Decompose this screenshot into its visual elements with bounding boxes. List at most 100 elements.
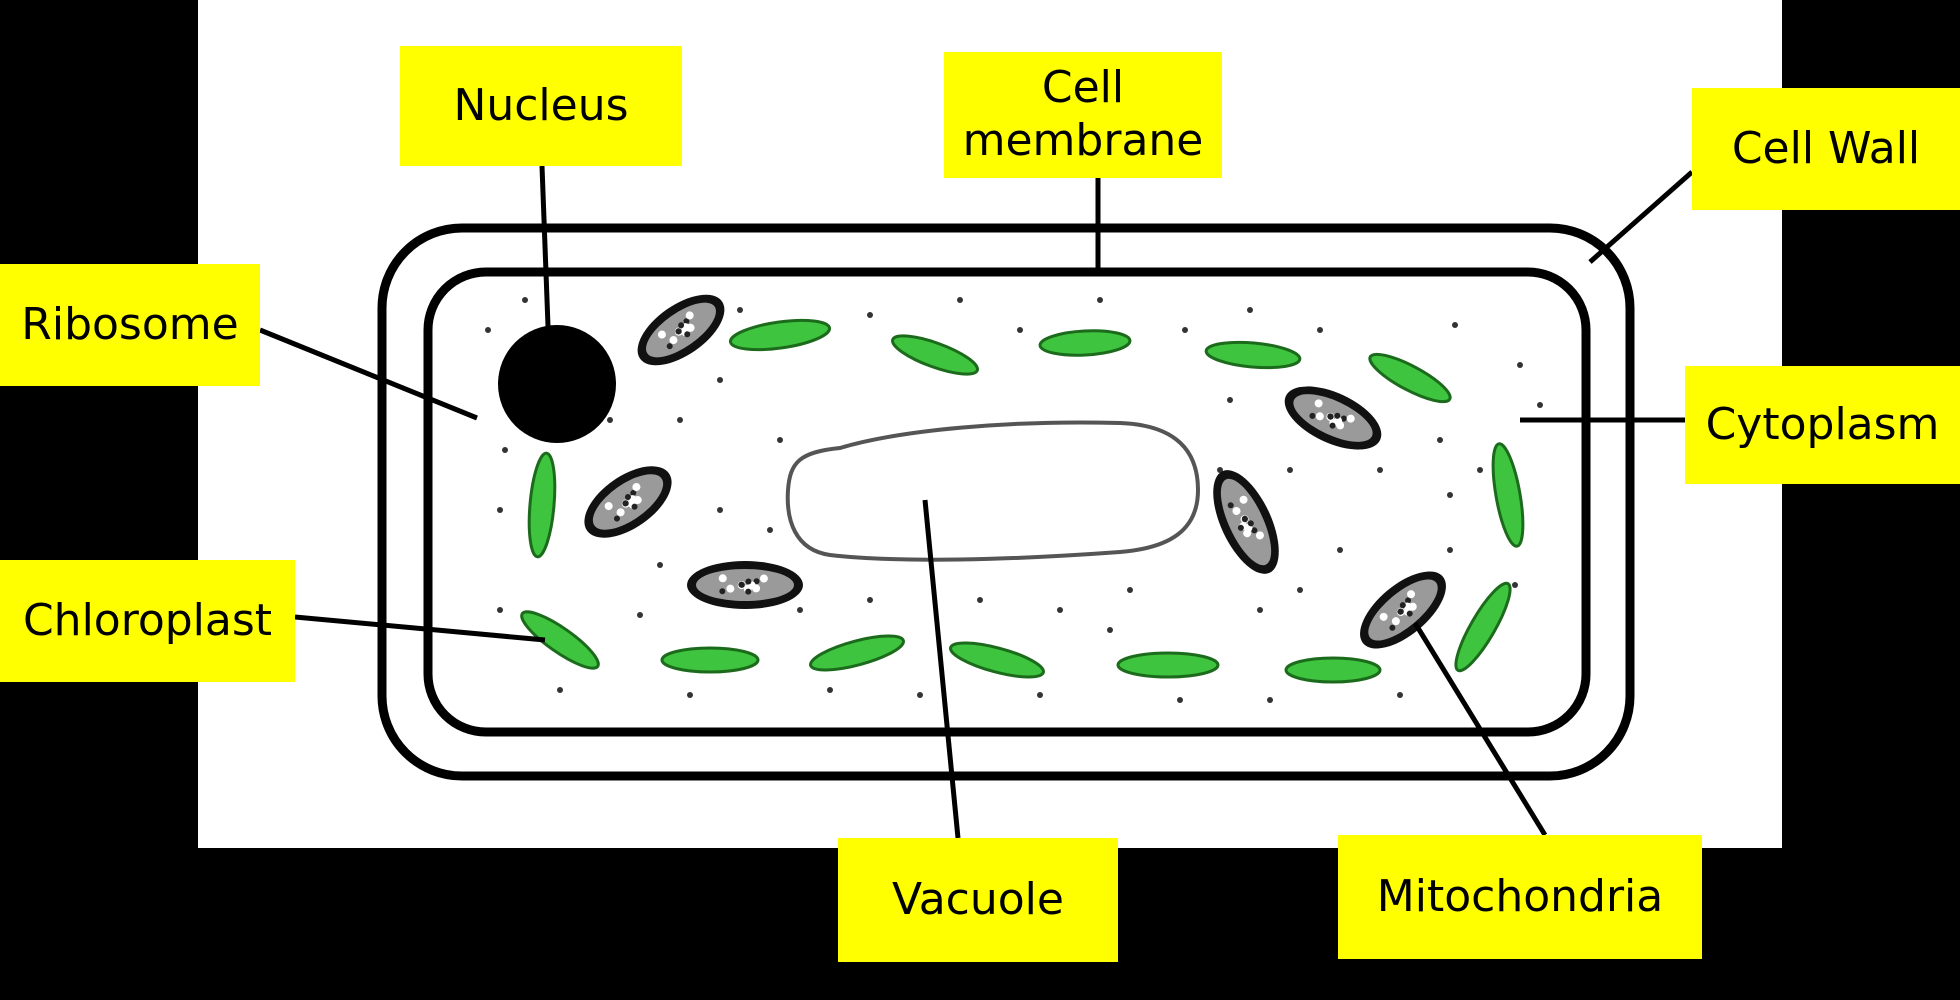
ribosome-dot	[1537, 402, 1543, 408]
chloroplast-shape	[1284, 656, 1382, 684]
ribosome-dot	[1217, 467, 1223, 473]
vacuole-leader	[922, 499, 961, 839]
ribosome-dot	[797, 607, 803, 613]
chloroplast-shape	[728, 318, 832, 352]
mitochondria-group	[584, 294, 1446, 649]
ribosome-dot	[1437, 437, 1443, 443]
ribosome-dot	[607, 417, 613, 423]
nucleus-shape	[498, 325, 616, 443]
chloroplast-shape	[1116, 651, 1220, 679]
ribosome-dot	[867, 312, 873, 318]
chloroplast-shape	[1454, 581, 1512, 673]
chloroplast-shape	[1204, 340, 1302, 370]
ribosome-dot	[485, 327, 491, 333]
label-mitochondria-text: Mitochondria	[1376, 870, 1664, 922]
ribosome-dot	[502, 447, 508, 453]
ribosome-dot	[1512, 582, 1518, 588]
chloroplast-shape	[660, 646, 760, 674]
ribosome-dot	[717, 377, 723, 383]
ribosome-dot	[957, 297, 963, 303]
ribosome-dot	[637, 612, 643, 618]
chloroplast-shape	[1038, 329, 1132, 357]
label-cytoplasm: Cytoplasm	[1685, 366, 1960, 484]
ribosome-dot	[1477, 467, 1483, 473]
ribosome-dot	[1447, 492, 1453, 498]
label-nucleus-text: Nucleus	[453, 79, 629, 131]
nucleus-leader	[539, 165, 551, 327]
label-cell-wall-text: Cell Wall	[1731, 122, 1921, 174]
chloroplast-leader	[294, 614, 546, 643]
ribosome-dot	[1397, 692, 1403, 698]
ribosome-dot	[867, 597, 873, 603]
ribosome-dot	[1297, 587, 1303, 593]
chloroplasts	[520, 318, 1525, 684]
ribosome-dot	[1337, 547, 1343, 553]
ribosome-dot	[687, 692, 693, 698]
mitochondria-leader	[1412, 621, 1548, 837]
label-vacuole: Vacuole	[838, 838, 1118, 962]
ribosome-dot	[1057, 607, 1063, 613]
ribosome-dot	[557, 687, 563, 693]
ribosome-dot	[1182, 327, 1188, 333]
mitochondrion-shape	[584, 466, 672, 538]
ribosome-leader	[259, 327, 478, 421]
mitochondrion-shape	[687, 561, 803, 609]
ribosome-dot	[522, 297, 528, 303]
ribosome-dot	[1017, 327, 1023, 333]
ribosome-dot	[1447, 547, 1453, 553]
mitochondrion-shape	[1360, 571, 1446, 649]
mitochondrion-shape	[1284, 386, 1382, 450]
ribosome-dot	[1267, 697, 1273, 703]
ribosome-dot	[737, 307, 743, 313]
chloroplast-shape	[949, 641, 1045, 679]
mitochondrion-shape	[1213, 470, 1279, 574]
ribosome-dot	[1227, 397, 1233, 403]
ribosome-dot	[1257, 607, 1263, 613]
ribosome-dot	[497, 607, 503, 613]
label-chloroplast: Chloroplast	[0, 560, 295, 682]
cell-wall-leader	[1588, 170, 1694, 264]
label-cell-membrane-line1: Cell	[1041, 62, 1125, 114]
label-cell-membrane: Cell membrane	[944, 52, 1222, 178]
ribosome-dots	[485, 297, 1543, 703]
label-mitochondria: Mitochondria	[1338, 835, 1702, 959]
vacuole-shape	[785, 420, 1201, 562]
chloroplast-shape	[527, 451, 557, 559]
ribosome-dot	[1377, 467, 1383, 473]
label-vacuole-text: Vacuole	[892, 873, 1064, 925]
ribosome-dot	[1107, 627, 1113, 633]
ribosome-dot	[977, 597, 983, 603]
ribosome-dot	[1127, 587, 1133, 593]
label-cell-wall: Cell Wall	[1692, 88, 1960, 210]
ribosome-dot	[1317, 327, 1323, 333]
ribosome-dot	[497, 507, 503, 513]
ribosome-dot	[657, 562, 663, 568]
ribosome-dot	[1452, 322, 1458, 328]
ribosome-dot	[1097, 297, 1103, 303]
ribosome-dot	[1037, 692, 1043, 698]
label-chloroplast-text: Chloroplast	[22, 594, 273, 646]
ribosome-dot	[1287, 467, 1293, 473]
ribosome-dot	[1177, 697, 1183, 703]
chloroplast-shape	[809, 634, 905, 672]
label-ribosome-text: Ribosome	[21, 298, 239, 350]
leader-lines	[259, 165, 1694, 839]
mitochondrion-shape	[637, 294, 725, 366]
ribosome-dot	[677, 417, 683, 423]
ribosome-dot	[767, 527, 773, 533]
chloroplast-shape	[891, 334, 979, 376]
label-nucleus: Nucleus	[400, 46, 682, 166]
label-cytoplasm-text: Cytoplasm	[1705, 398, 1940, 450]
ribosome-dot	[777, 437, 783, 443]
label-cell-membrane-line2: membrane	[962, 115, 1204, 166]
ribosome-dot	[1247, 307, 1253, 313]
chloroplast-shape	[520, 610, 600, 670]
ribosome-dot	[717, 507, 723, 513]
ribosome-dot	[1517, 362, 1523, 368]
chloroplast-shape	[1491, 442, 1525, 548]
ribosome-dot	[827, 687, 833, 693]
chloroplast-shape	[1368, 352, 1452, 404]
label-ribosome: Ribosome	[0, 264, 260, 386]
ribosome-dot	[917, 692, 923, 698]
